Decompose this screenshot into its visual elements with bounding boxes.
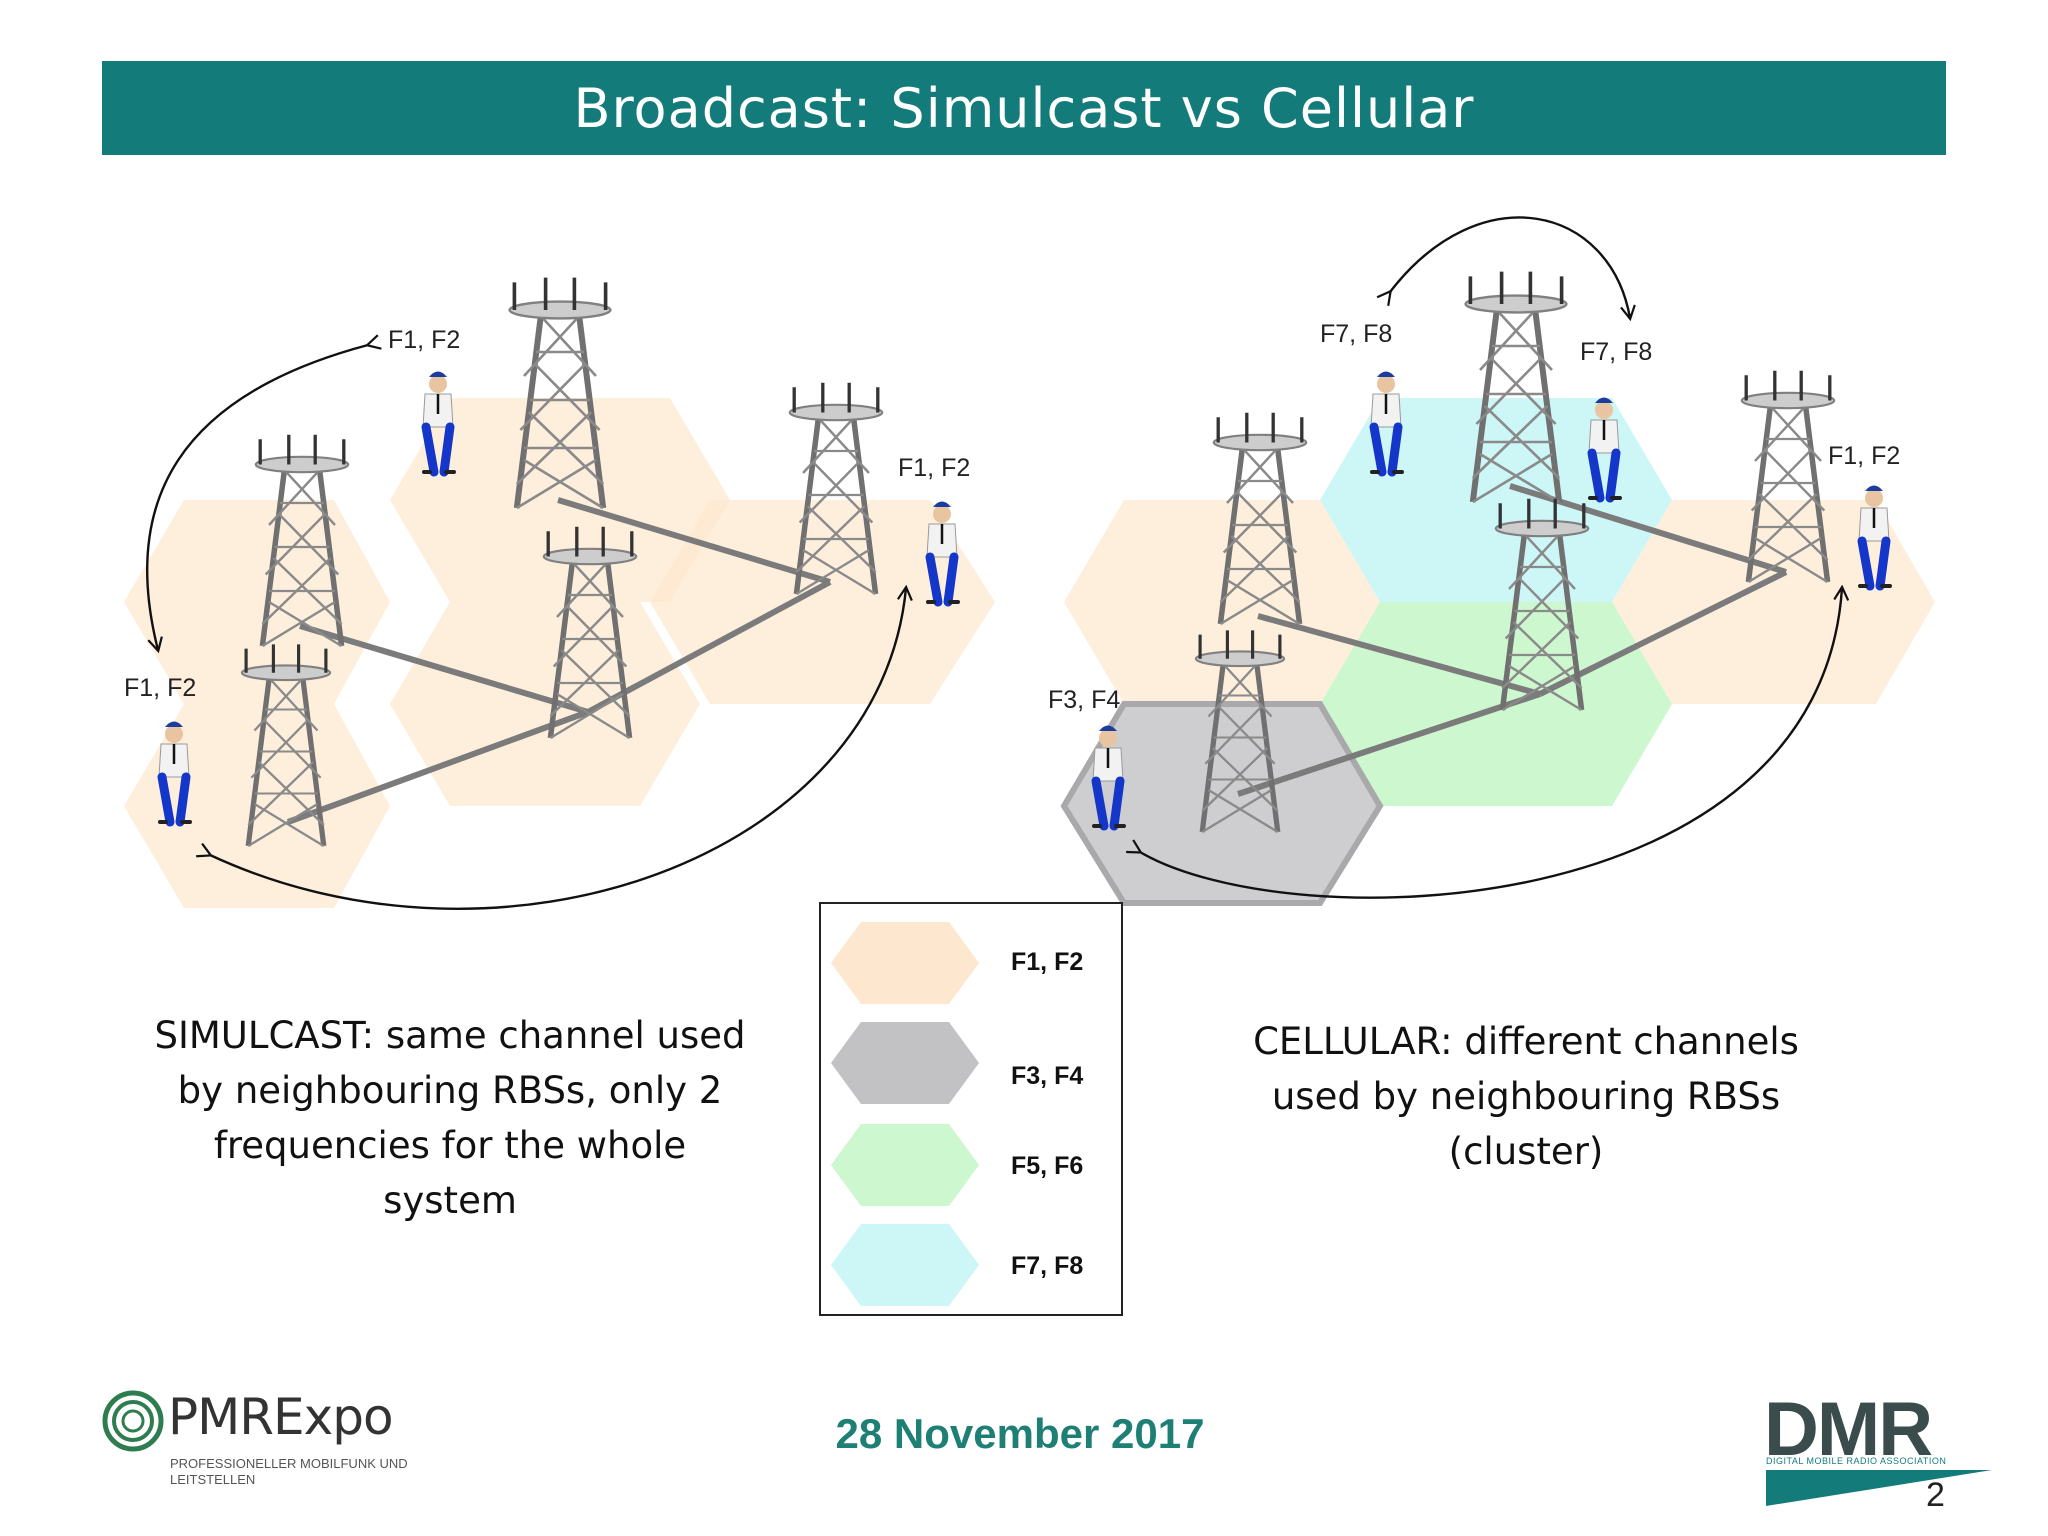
frequency-legend: F1, F2 F3, F4 F5, F6 F7, F8 — [819, 902, 1123, 1316]
legend-label: F3, F4 — [1011, 1062, 1083, 1091]
legend-item: F5, F6 — [821, 1120, 1121, 1210]
simulcast-caption: SIMULCAST: same channel used by neighbou… — [110, 1008, 790, 1228]
caption-line: frequencies for the whole — [110, 1118, 790, 1173]
frequency-label: F7, F8 — [1580, 338, 1652, 366]
dmr-logo: DMR DIGITAL MOBILE RADIO ASSOCIATION — [1764, 1392, 1994, 1512]
legend-label: F7, F8 — [1011, 1252, 1083, 1281]
legend-label: F1, F2 — [1011, 948, 1083, 977]
frequency-label: F1, F2 — [1828, 442, 1900, 470]
frequency-label: F1, F2 — [124, 674, 196, 702]
legend-item: F7, F8 — [821, 1220, 1121, 1310]
caption-line: SIMULCAST: same channel used — [110, 1008, 790, 1063]
hexagon-swatch-icon — [827, 918, 987, 1008]
frequency-label: F7, F8 — [1320, 320, 1392, 348]
dmr-swoosh-icon — [1764, 1468, 1994, 1508]
pmrexpo-logo: PMRExpo PROFESSIONELLER MOBILFUNK UND LE… — [102, 1388, 402, 1498]
presentation-date: 28 November 2017 — [800, 1410, 1240, 1458]
legend-item: F3, F4 — [821, 1018, 1121, 1108]
legend-label: F5, F6 — [1011, 1152, 1083, 1181]
caption-line: (cluster) — [1176, 1124, 1876, 1179]
frequency-label: F3, F4 — [1048, 686, 1120, 714]
frequency-label: F1, F2 — [898, 454, 970, 482]
caption-line: CELLULAR: different channels — [1176, 1014, 1876, 1069]
pmrexpo-rings-icon — [102, 1390, 164, 1452]
hexagon-swatch-icon — [827, 1018, 987, 1108]
hexagon-swatch-icon — [827, 1220, 987, 1310]
pmrexpo-subtitle: PROFESSIONELLER MOBILFUNK UND LEITSTELLE… — [170, 1456, 410, 1488]
page-number: 2 — [1926, 1476, 1945, 1515]
frequency-label: F1, F2 — [388, 326, 460, 354]
caption-line: used by neighbouring RBSs — [1176, 1069, 1876, 1124]
pmrexpo-name: PMRExpo — [168, 1388, 393, 1446]
caption-line: system — [110, 1173, 790, 1228]
dmr-subtitle: DIGITAL MOBILE RADIO ASSOCIATION — [1766, 1456, 1946, 1466]
caption-line: by neighbouring RBSs, only 2 — [110, 1063, 790, 1118]
legend-item: F1, F2 — [821, 918, 1121, 1008]
cellular-caption: CELLULAR: different channels used by nei… — [1176, 1014, 1876, 1179]
cellular-cells — [1064, 398, 1935, 903]
hexagon-swatch-icon — [827, 1120, 987, 1210]
